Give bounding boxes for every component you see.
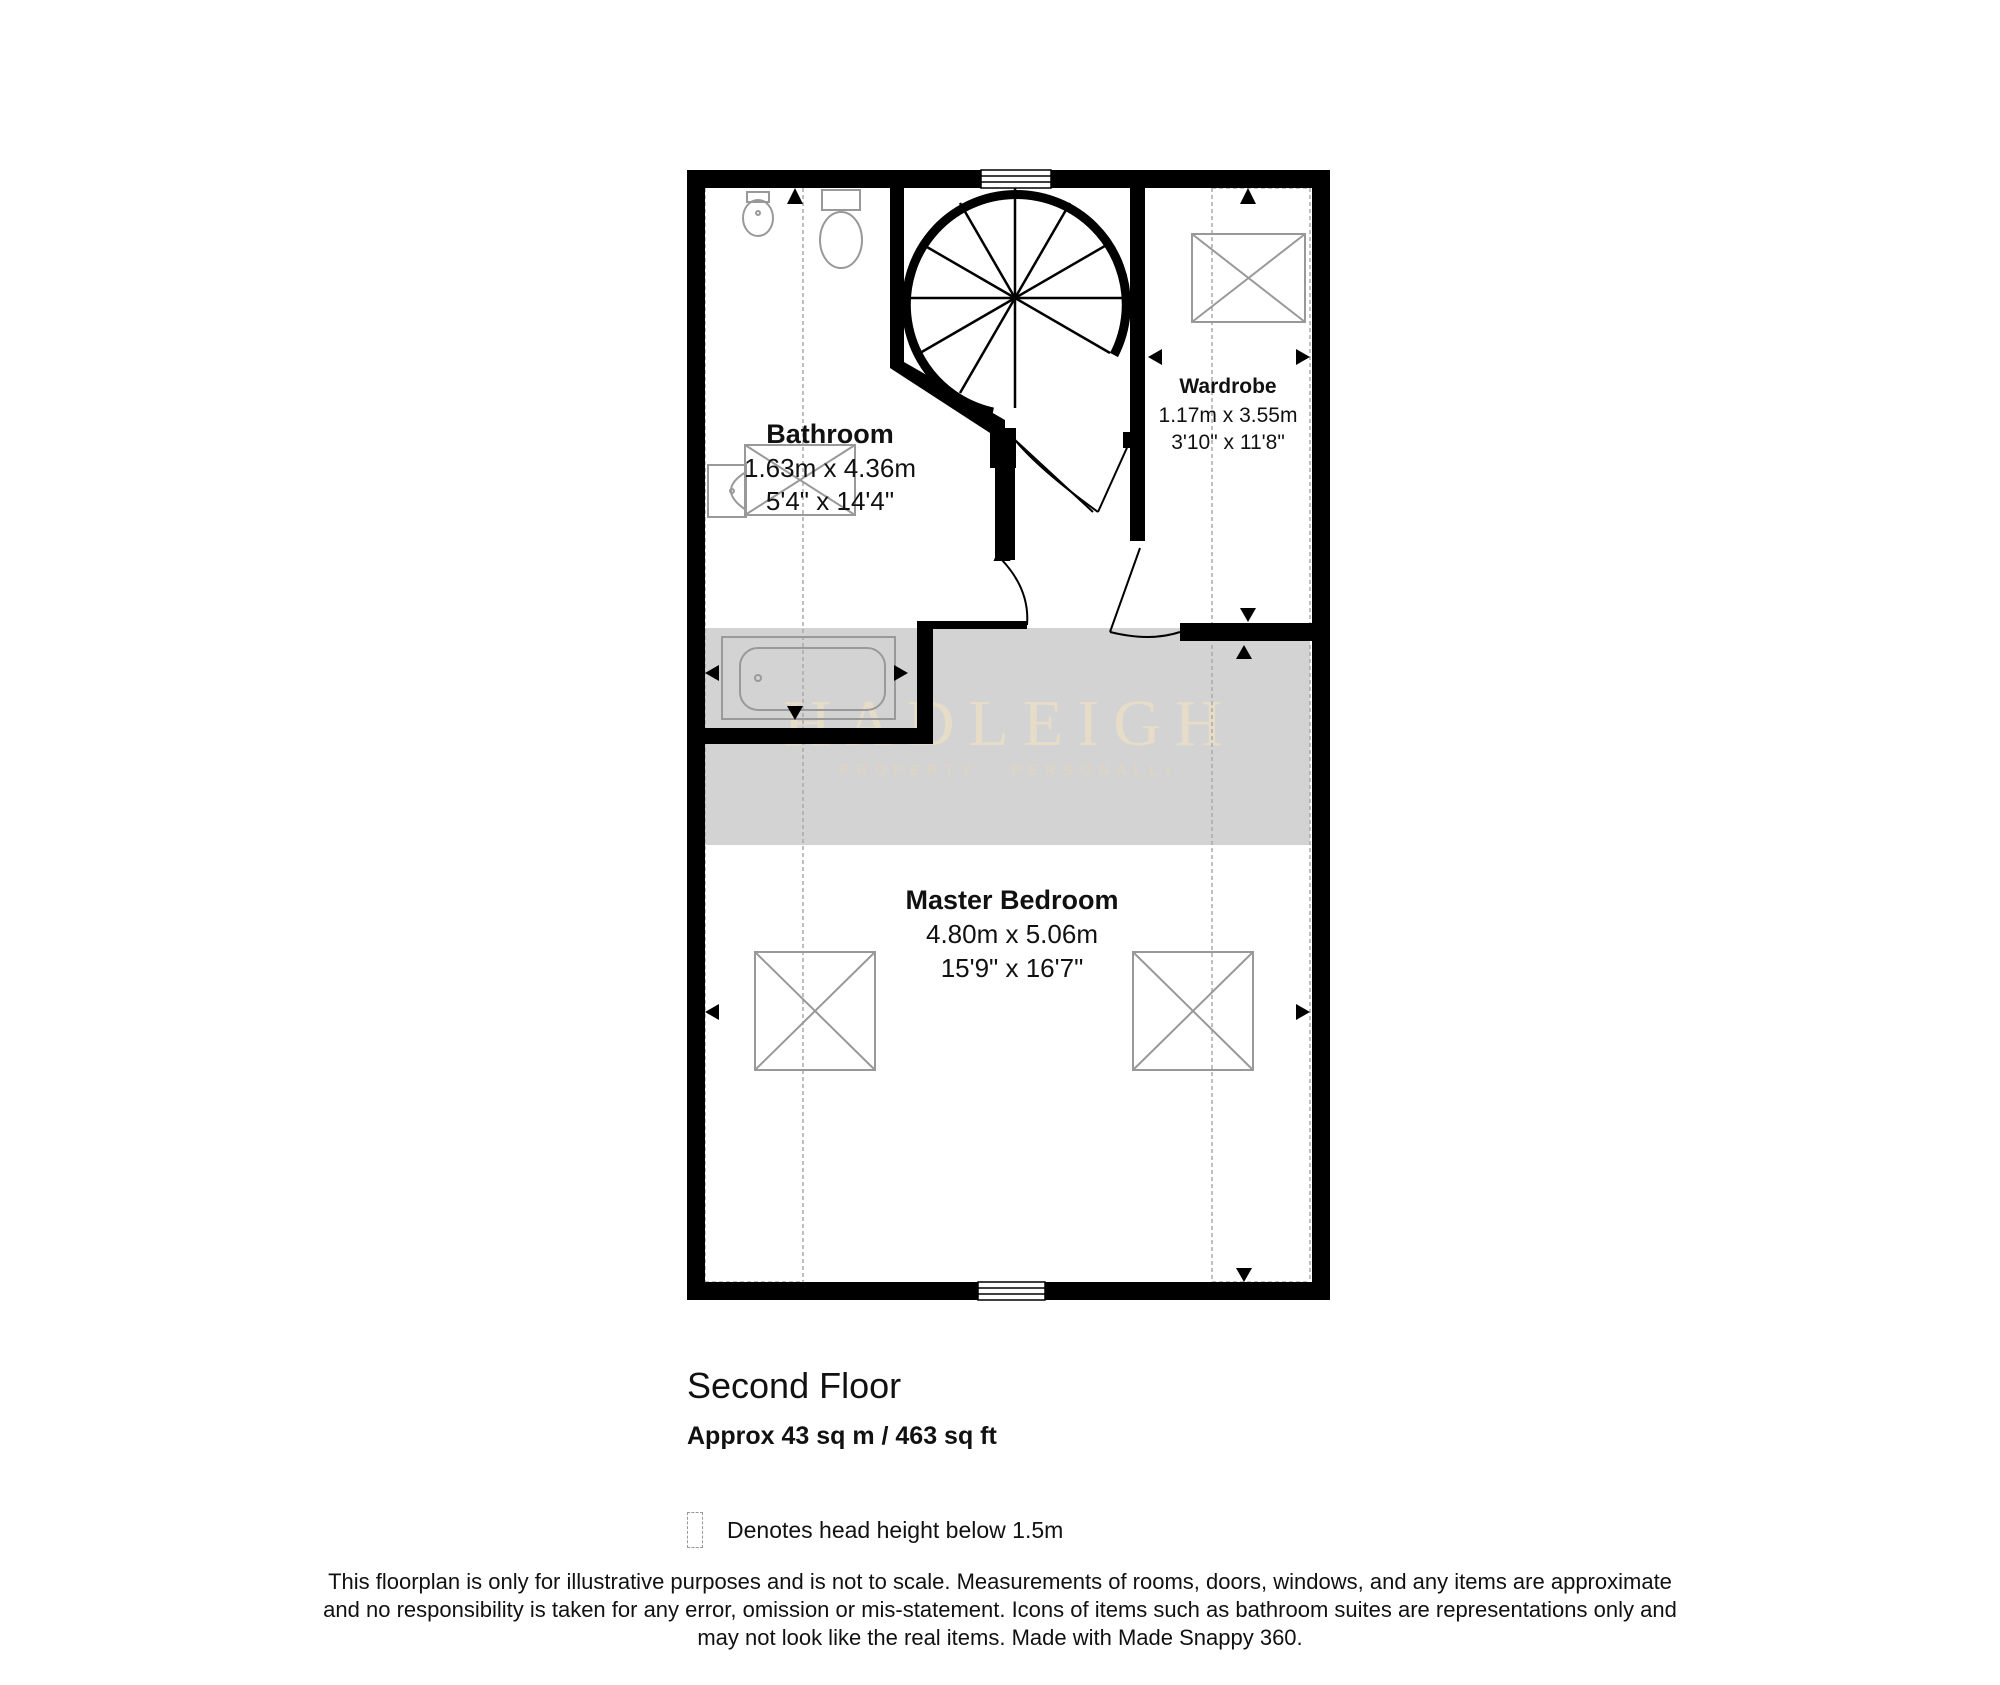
- floor-title: Second Floor: [687, 1365, 902, 1406]
- legend-text: Denotes head height below 1.5m: [727, 1516, 1064, 1543]
- interior-walls: [705, 188, 1330, 744]
- skylight-icon: [1132, 951, 1254, 1071]
- room-dims-master-bedroom-metric: 4.80m x 5.06m: [926, 919, 1098, 949]
- room-name-bathroom: Bathroom: [766, 419, 894, 449]
- skylight-icon: [1191, 233, 1306, 323]
- room-name-master-bedroom: Master Bedroom: [905, 885, 1118, 915]
- dimension-arrows: [705, 188, 1310, 1282]
- floor-area: Approx 43 sq m / 463 sq ft: [687, 1422, 997, 1450]
- watermark-brand: HADLEIGH: [784, 687, 1237, 760]
- outer-walls: [687, 170, 1330, 1300]
- sink-icon: [707, 464, 747, 518]
- toilet-icon: [819, 189, 863, 269]
- room-dims-wardrobe-metric: 1.17m x 3.55m: [1159, 404, 1298, 427]
- room-dims-bathroom-metric: 1.63m x 4.36m: [744, 453, 916, 483]
- disclaimer-line: may not look like the real items. Made w…: [697, 1625, 1303, 1650]
- disclaimer-line: and no responsibility is taken for any e…: [323, 1597, 1677, 1622]
- room-dims-bathroom-imperial: 5'4" x 14'4": [766, 486, 894, 516]
- room-name-wardrobe: Wardrobe: [1179, 375, 1276, 398]
- window-top: [980, 169, 1052, 189]
- doors: [993, 439, 1181, 638]
- skylight-icon: [754, 951, 876, 1071]
- disclaimer-line: This floorplan is only for illustrative …: [328, 1569, 1672, 1594]
- disclaimer: This floorplan is only for illustrative …: [200, 1568, 1800, 1652]
- legend: Denotes head height below 1.5m: [687, 1510, 1063, 1550]
- watermark-tagline: PROPERTY . PERSONALLY: [840, 762, 1180, 779]
- head-height-legend-swatch: [687, 1512, 703, 1548]
- spiral-staircase: [901, 188, 1131, 417]
- room-dims-wardrobe-imperial: 3'10" x 11'8": [1171, 431, 1285, 454]
- window-bottom: [977, 1281, 1046, 1301]
- room-dims-master-bedroom-imperial: 15'9" x 16'7": [941, 953, 1084, 983]
- skylight-icon: [744, 444, 856, 516]
- bidet-icon: [742, 191, 774, 237]
